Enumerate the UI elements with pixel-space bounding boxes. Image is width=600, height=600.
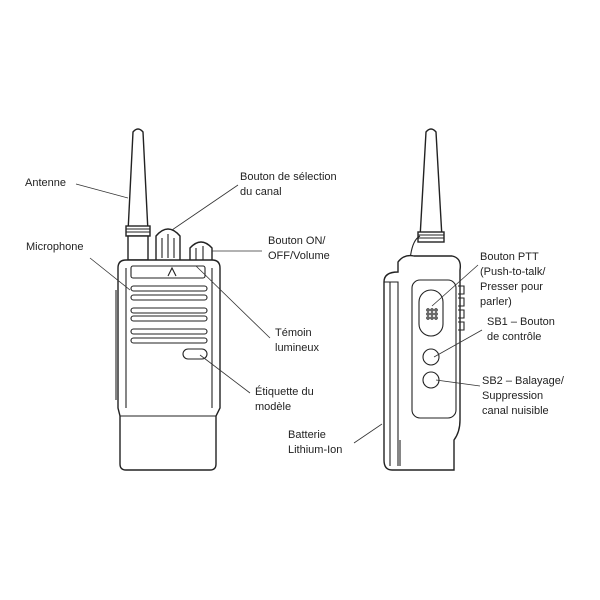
label-line: de contrôle (487, 331, 542, 343)
sb2-button (422, 371, 440, 389)
label-sb2: SB2 – Balayage/ Suppression canal nuisib… (482, 374, 564, 419)
label-channel-knob: Bouton de sélection du canal (240, 170, 337, 200)
volume-knob (189, 241, 213, 263)
label-sb1: SB1 – Bouton de contrôle (487, 315, 555, 345)
front-radio (115, 128, 221, 471)
speaker-grille (130, 285, 208, 344)
ptt-button (418, 289, 444, 337)
label-line: SB1 – Bouton (487, 316, 555, 328)
label-line: du canal (240, 186, 282, 198)
label-line: canal nuisible (482, 405, 549, 417)
label-antenna: Antenne (25, 177, 66, 189)
label-model: Étiquette du modèle (255, 385, 314, 415)
label-led: Témoin lumineux (275, 326, 319, 356)
label-line: Batterie (288, 429, 326, 441)
label-ptt: Bouton PTT (Push-to-talk/ Presser pour p… (480, 250, 545, 310)
label-line: (Push-to-talk/ (480, 266, 546, 278)
label-line: Bouton de sélection (240, 171, 337, 183)
label-line: Suppression (482, 390, 544, 402)
label-line: modèle (255, 401, 292, 413)
label-line: Presser pour (480, 281, 543, 293)
label-battery: Batterie Lithium-Ion (288, 428, 342, 458)
label-line: Lithium-Ion (288, 444, 343, 456)
label-line: Bouton PTT (480, 251, 539, 263)
label-line: OFF/Volume (268, 250, 330, 262)
label-power-volume: Bouton ON/ OFF/Volume (268, 234, 330, 264)
sb1-button (422, 348, 440, 366)
leader-lines (75, 183, 483, 444)
label-line: SB2 – Balayage/ (482, 375, 564, 387)
front-antenna (127, 128, 149, 233)
label-line: Témoin (275, 327, 312, 339)
label-line: parler) (480, 296, 512, 308)
side-panel (411, 279, 457, 419)
label-line: Étiquette du (255, 386, 314, 398)
label-microphone: Microphone (26, 241, 84, 253)
label-line: Bouton ON/ (268, 235, 326, 247)
side-antenna (419, 128, 443, 239)
label-line: lumineux (275, 342, 320, 354)
side-body (383, 254, 462, 471)
model-label-plate (182, 348, 208, 360)
side-radio (383, 128, 465, 471)
